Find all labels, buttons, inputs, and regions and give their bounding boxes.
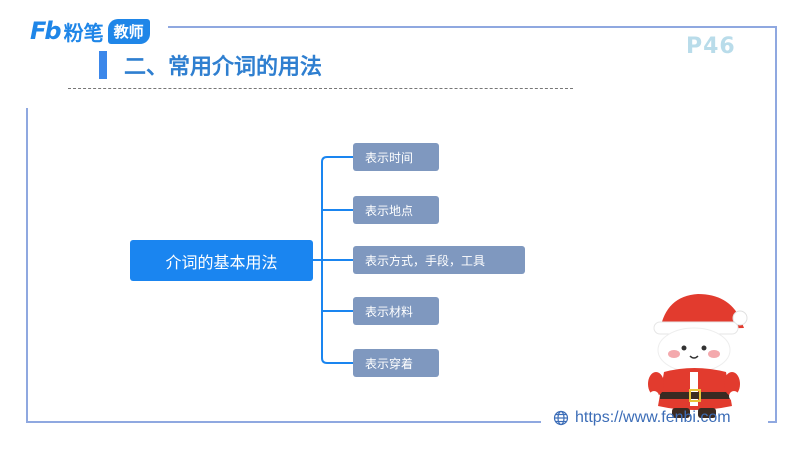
- slide-frame-top: [168, 26, 776, 28]
- section-title: 二、常用介词的用法: [124, 55, 323, 80]
- logo-text: 粉笔: [63, 20, 104, 45]
- page-number: P46: [686, 34, 736, 59]
- logo-mark: Fb: [30, 17, 62, 45]
- mindmap-node-place[interactable]: 表示地点: [353, 196, 439, 224]
- connector-spine: [321, 156, 328, 364]
- slide-frame-bottom-right: [768, 421, 777, 423]
- mindmap-root-node[interactable]: 介词的基本用法: [130, 240, 313, 281]
- mindmap-node-material[interactable]: 表示材料: [353, 297, 439, 325]
- santa-mascot-illustration: [648, 294, 748, 418]
- title-divider: [68, 88, 573, 89]
- slide-frame-bottom: [26, 421, 541, 423]
- mindmap-node-time[interactable]: 表示时间: [353, 143, 439, 171]
- globe-icon: [553, 410, 569, 426]
- website-url[interactable]: https://www.fenbi.com: [575, 409, 731, 426]
- slide-frame-left: [26, 108, 28, 422]
- brand-logo: Fb 粉笔 教师: [30, 17, 150, 45]
- slide-frame-right: [775, 26, 777, 422]
- mindmap-node-method[interactable]: 表示方式，手段，工具: [353, 246, 525, 274]
- title-accent-bar: [99, 51, 107, 79]
- mindmap-node-clothing[interactable]: 表示穿着: [353, 349, 439, 377]
- footer-website[interactable]: https://www.fenbi.com: [553, 409, 731, 427]
- logo-badge: 教师: [107, 18, 150, 44]
